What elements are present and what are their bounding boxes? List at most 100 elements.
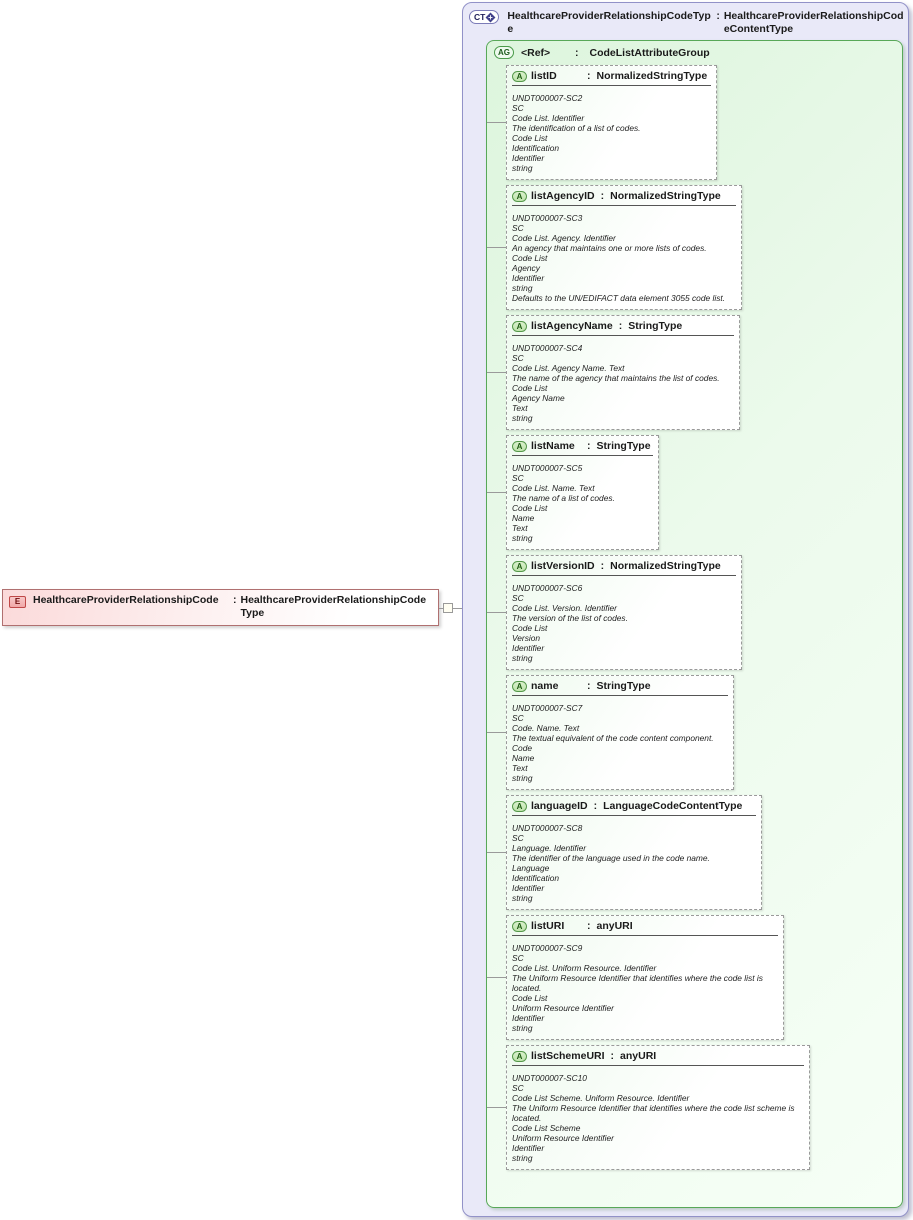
- complex-type-base: HealthcareProviderRelationshipCodeConten…: [723, 10, 904, 35]
- annotation-line: SC: [512, 713, 524, 723]
- attribute-header: A listVersionID : NormalizedStringType: [512, 560, 736, 573]
- annotation-line: Code. Name. Text: [512, 723, 580, 733]
- annotation-line: The name of the agency that maintains th…: [512, 373, 720, 383]
- attribute-header: A listAgencyID : NormalizedStringType: [512, 190, 736, 203]
- annotation-line: UNDT000007-SC4: [512, 343, 583, 353]
- annotation-line: Identifier: [512, 643, 545, 653]
- annotation-line: Identifier: [512, 153, 545, 163]
- attribute-name: name: [531, 680, 559, 692]
- attribute-type: NormalizedStringType: [596, 70, 708, 82]
- attribute-name: languageID: [531, 800, 588, 812]
- attribute-separator: :: [587, 70, 591, 82]
- annotation-line: Language: [512, 863, 550, 873]
- annotation-line: The textual equivalent of the code conte…: [512, 733, 714, 743]
- annotation-line: Code List. Agency Name. Text: [512, 363, 625, 373]
- attribute-divider: [512, 455, 653, 456]
- complex-type-node[interactable]: CT + HealthcareProviderRelationshipCodeT…: [462, 2, 909, 1217]
- attribute-connector-line: [487, 372, 506, 373]
- attribute-divider: [512, 1065, 804, 1066]
- complex-type-separator: :: [716, 10, 720, 22]
- attribute-node-languageID[interactable]: A languageID : LanguageCodeContentType U…: [506, 795, 762, 910]
- annotation-line: Code List: [512, 623, 548, 633]
- attribute-separator: :: [587, 920, 591, 932]
- complex-type-header: CT + HealthcareProviderRelationshipCodeT…: [463, 3, 908, 39]
- annotation-line: string: [512, 163, 533, 173]
- annotation-line: string: [512, 533, 533, 543]
- attribute-badge: A: [512, 191, 527, 202]
- attribute-node-listAgencyName[interactable]: A listAgencyName : StringType UNDT000007…: [506, 315, 740, 430]
- annotation-line: string: [512, 283, 533, 293]
- attribute-divider: [512, 695, 728, 696]
- attribute-badge: A: [512, 321, 527, 332]
- annotation-line: Code List Scheme: [512, 1123, 581, 1133]
- annotation-line: string: [512, 1023, 533, 1033]
- annotation-line: Name: [512, 753, 535, 763]
- attribute-row: A languageID : LanguageCodeContentType U…: [487, 795, 902, 910]
- attribute-divider: [512, 815, 756, 816]
- attribute-connector-line: [487, 732, 506, 733]
- annotation-line: SC: [512, 833, 524, 843]
- annotation-line: UNDT000007-SC8: [512, 823, 583, 833]
- annotation-line: Code List: [512, 383, 548, 393]
- annotation-line: Code List Scheme. Uniform Resource. Iden…: [512, 1093, 690, 1103]
- annotation-line: Code List: [512, 253, 548, 263]
- attribute-header: A name : StringType: [512, 680, 728, 693]
- attribute-header: A listAgencyName : StringType: [512, 320, 734, 333]
- annotation-line: Code List. Identifier: [512, 113, 585, 123]
- attribute-row: A listAgencyID : NormalizedStringType UN…: [487, 185, 902, 310]
- element-title: HealthcareProviderRelationshipCode : Hea…: [33, 594, 431, 619]
- annotation-line: Code List. Agency. Identifier: [512, 233, 616, 243]
- attribute-node-listAgencyID[interactable]: A listAgencyID : NormalizedStringType UN…: [506, 185, 742, 310]
- attribute-name: listAgencyID: [531, 190, 595, 202]
- attribute-name: listVersionID: [531, 560, 595, 572]
- annotation-line: Text: [512, 763, 528, 773]
- attribute-connector-line: [487, 122, 506, 123]
- attribute-badge: A: [512, 681, 527, 692]
- attribute-type: anyURI: [620, 1050, 657, 1062]
- attribute-type: NormalizedStringType: [610, 560, 721, 572]
- attribute-connector-line: [487, 247, 506, 248]
- attribute-badge: A: [512, 71, 527, 82]
- annotation-line: The Uniform Resource Identifier that ide…: [512, 973, 763, 993]
- annotation-line: SC: [512, 103, 524, 113]
- annotation-line: The name of a list of codes.: [512, 493, 615, 503]
- element-node[interactable]: E HealthcareProviderRelationshipCode : H…: [2, 589, 439, 626]
- attribute-connector-line: [487, 1107, 506, 1108]
- annotation-line: Text: [512, 523, 528, 533]
- expand-collapse-handle[interactable]: [443, 603, 453, 613]
- annotation-line: The identifier of the language used in t…: [512, 853, 710, 863]
- attribute-type: StringType: [596, 440, 651, 452]
- annotation-line: Code List: [512, 133, 548, 143]
- complex-type-name: HealthcareProviderRelationshipCodeType: [507, 10, 711, 35]
- annotation-line: UNDT000007-SC10: [512, 1073, 587, 1083]
- element-separator: :: [233, 594, 237, 606]
- annotation-line: SC: [512, 1083, 524, 1093]
- annotation-line: The identification of a list of codes.: [512, 123, 641, 133]
- attribute-group-name: CodeListAttributeGroup: [589, 46, 710, 59]
- annotation-line: SC: [512, 593, 524, 603]
- attribute-name: listSchemeURI: [531, 1050, 605, 1062]
- element-type: HealthcareProviderRelationshipCodeType: [240, 594, 427, 619]
- attribute-list: A listID : NormalizedStringType UNDT0000…: [487, 63, 902, 1180]
- attribute-row: A listID : NormalizedStringType UNDT0000…: [487, 65, 902, 180]
- attribute-type: LanguageCodeContentType: [603, 800, 743, 812]
- annotation-line: string: [512, 1153, 533, 1163]
- attribute-node-listVersionID[interactable]: A listVersionID : NormalizedStringType U…: [506, 555, 742, 670]
- attribute-badge: A: [512, 801, 527, 812]
- attribute-divider: [512, 335, 734, 336]
- attribute-node-listSchemeURI[interactable]: A listSchemeURI : anyURI UNDT000007-SC10…: [506, 1045, 810, 1170]
- annotation-line: UNDT000007-SC2: [512, 93, 583, 103]
- attribute-node-listID[interactable]: A listID : NormalizedStringType UNDT0000…: [506, 65, 717, 180]
- annotation-line: Code List. Uniform Resource. Identifier: [512, 963, 657, 973]
- attribute-header: A languageID : LanguageCodeContentType: [512, 800, 756, 813]
- attribute-badge: A: [512, 1051, 527, 1062]
- attribute-group-node[interactable]: AG <Ref> : CodeListAttributeGroup A list…: [486, 40, 903, 1208]
